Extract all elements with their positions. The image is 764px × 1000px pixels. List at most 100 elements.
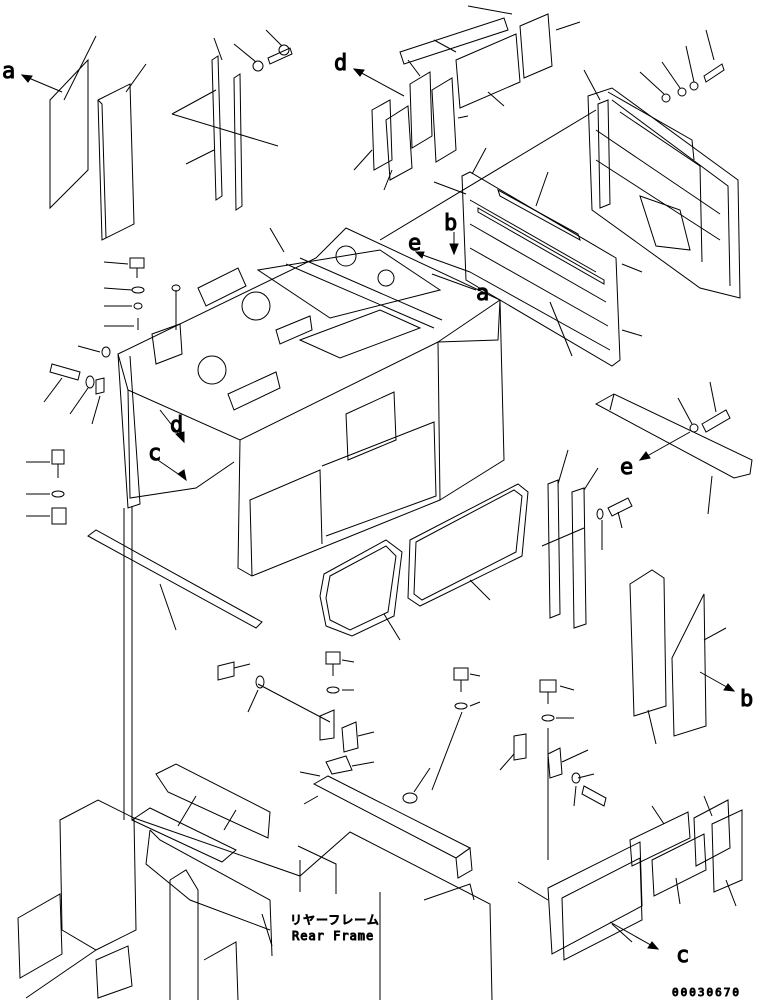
bracket-bolt-mid xyxy=(402,667,469,804)
leader-line xyxy=(675,877,681,905)
leader-line xyxy=(583,69,601,101)
leader-line xyxy=(413,767,431,793)
leader-line xyxy=(125,63,147,93)
leader-line xyxy=(709,381,717,413)
callout-e-mid: e xyxy=(408,231,421,256)
leader-line xyxy=(611,923,633,943)
leader-line xyxy=(379,109,597,241)
vertical-post xyxy=(123,506,133,820)
cover-panel-a-sheet xyxy=(49,58,89,210)
arrow-e-mid xyxy=(414,251,471,273)
bracket-bolt-center xyxy=(319,651,359,775)
leader-line xyxy=(677,397,693,425)
mounting-rail-right xyxy=(312,775,473,879)
frame-label-jp: リヤーフレーム xyxy=(290,913,380,927)
leader-line xyxy=(431,711,463,791)
leader-line xyxy=(63,35,97,101)
leader-line xyxy=(703,795,713,817)
hood-bolt-set-upper xyxy=(101,257,181,358)
arrow-b-top xyxy=(449,232,459,256)
leader-line xyxy=(725,879,737,907)
leader-line xyxy=(617,511,623,529)
callout-a-top: a xyxy=(2,59,15,84)
leader-line xyxy=(469,701,481,707)
callout-d-top: d xyxy=(334,51,347,76)
callout-b-right: b xyxy=(740,687,753,712)
leader-line xyxy=(561,749,589,763)
rear-frame xyxy=(17,799,493,1000)
leader-line xyxy=(177,795,197,827)
leader-line xyxy=(433,39,457,53)
leader-line xyxy=(383,613,401,641)
rear-pad xyxy=(155,763,271,839)
bottom-pad-c xyxy=(547,799,743,961)
cover-bolt-small xyxy=(596,497,633,520)
support-bar xyxy=(87,529,263,631)
leader-line xyxy=(261,913,273,947)
leader-line xyxy=(69,387,89,415)
leader-line xyxy=(661,61,681,89)
leader-line xyxy=(433,181,467,195)
leader-line xyxy=(351,761,375,767)
leader-line xyxy=(299,771,321,777)
leader-line xyxy=(265,29,283,47)
arrow-a-mid xyxy=(431,273,477,291)
leader-line xyxy=(171,89,217,115)
leader-line xyxy=(517,881,549,901)
arrow-c-bottom xyxy=(609,921,660,950)
leader-line xyxy=(541,527,585,547)
leader-line xyxy=(257,683,331,723)
frame-label-en: Rear Frame xyxy=(292,929,374,943)
callout-b-top: b xyxy=(444,211,457,236)
leader-line xyxy=(457,115,469,119)
arrow-c-left xyxy=(151,455,187,482)
leader-line xyxy=(549,301,573,357)
callout-c-bottom: c xyxy=(676,943,689,968)
leader-line xyxy=(535,171,549,207)
leader-line xyxy=(185,149,215,165)
leader-line xyxy=(269,227,285,253)
side-seal-strips xyxy=(547,479,587,629)
leader-line xyxy=(77,345,101,353)
leader-line xyxy=(471,147,487,175)
leader-line xyxy=(557,449,569,485)
arrow-b-right xyxy=(699,671,736,692)
callout-d-mid: d xyxy=(170,413,183,438)
arrow-d-top xyxy=(352,68,405,97)
leader-line xyxy=(247,689,259,713)
arrow-e-right xyxy=(638,431,691,461)
louver-panel xyxy=(461,171,621,367)
leader-line xyxy=(103,261,129,265)
cover-panel-a-pad xyxy=(97,83,135,241)
callout-c-left: c xyxy=(148,441,161,466)
leader-line xyxy=(303,795,319,805)
leader-line xyxy=(703,627,727,641)
leader-line xyxy=(469,673,481,677)
leader-line xyxy=(43,377,63,403)
leader-line xyxy=(639,71,665,95)
leader-line xyxy=(685,45,695,83)
leader-line xyxy=(407,59,421,77)
leader-line xyxy=(467,5,513,15)
window-gasket-left xyxy=(319,539,403,637)
radiator-grille-frame xyxy=(587,87,741,299)
leader-line xyxy=(705,29,715,61)
leader-line xyxy=(573,785,577,807)
bolt xyxy=(252,44,293,72)
leader-line xyxy=(171,113,279,147)
seal-strip-pair xyxy=(211,55,243,211)
leader-line xyxy=(621,329,643,337)
leader-line xyxy=(91,395,101,425)
leader-line xyxy=(651,805,665,825)
callout-a-mid: a xyxy=(476,281,489,306)
leader-line xyxy=(341,659,355,663)
leader-line xyxy=(103,287,133,291)
engine-hood xyxy=(117,227,505,577)
leader-line xyxy=(357,731,375,737)
arrow-d-mid xyxy=(159,409,185,444)
hood-bolt-set-mid xyxy=(49,363,105,395)
leader-line xyxy=(577,773,595,779)
arrow-a-top xyxy=(20,74,63,93)
insulation-pad-d xyxy=(371,13,553,181)
